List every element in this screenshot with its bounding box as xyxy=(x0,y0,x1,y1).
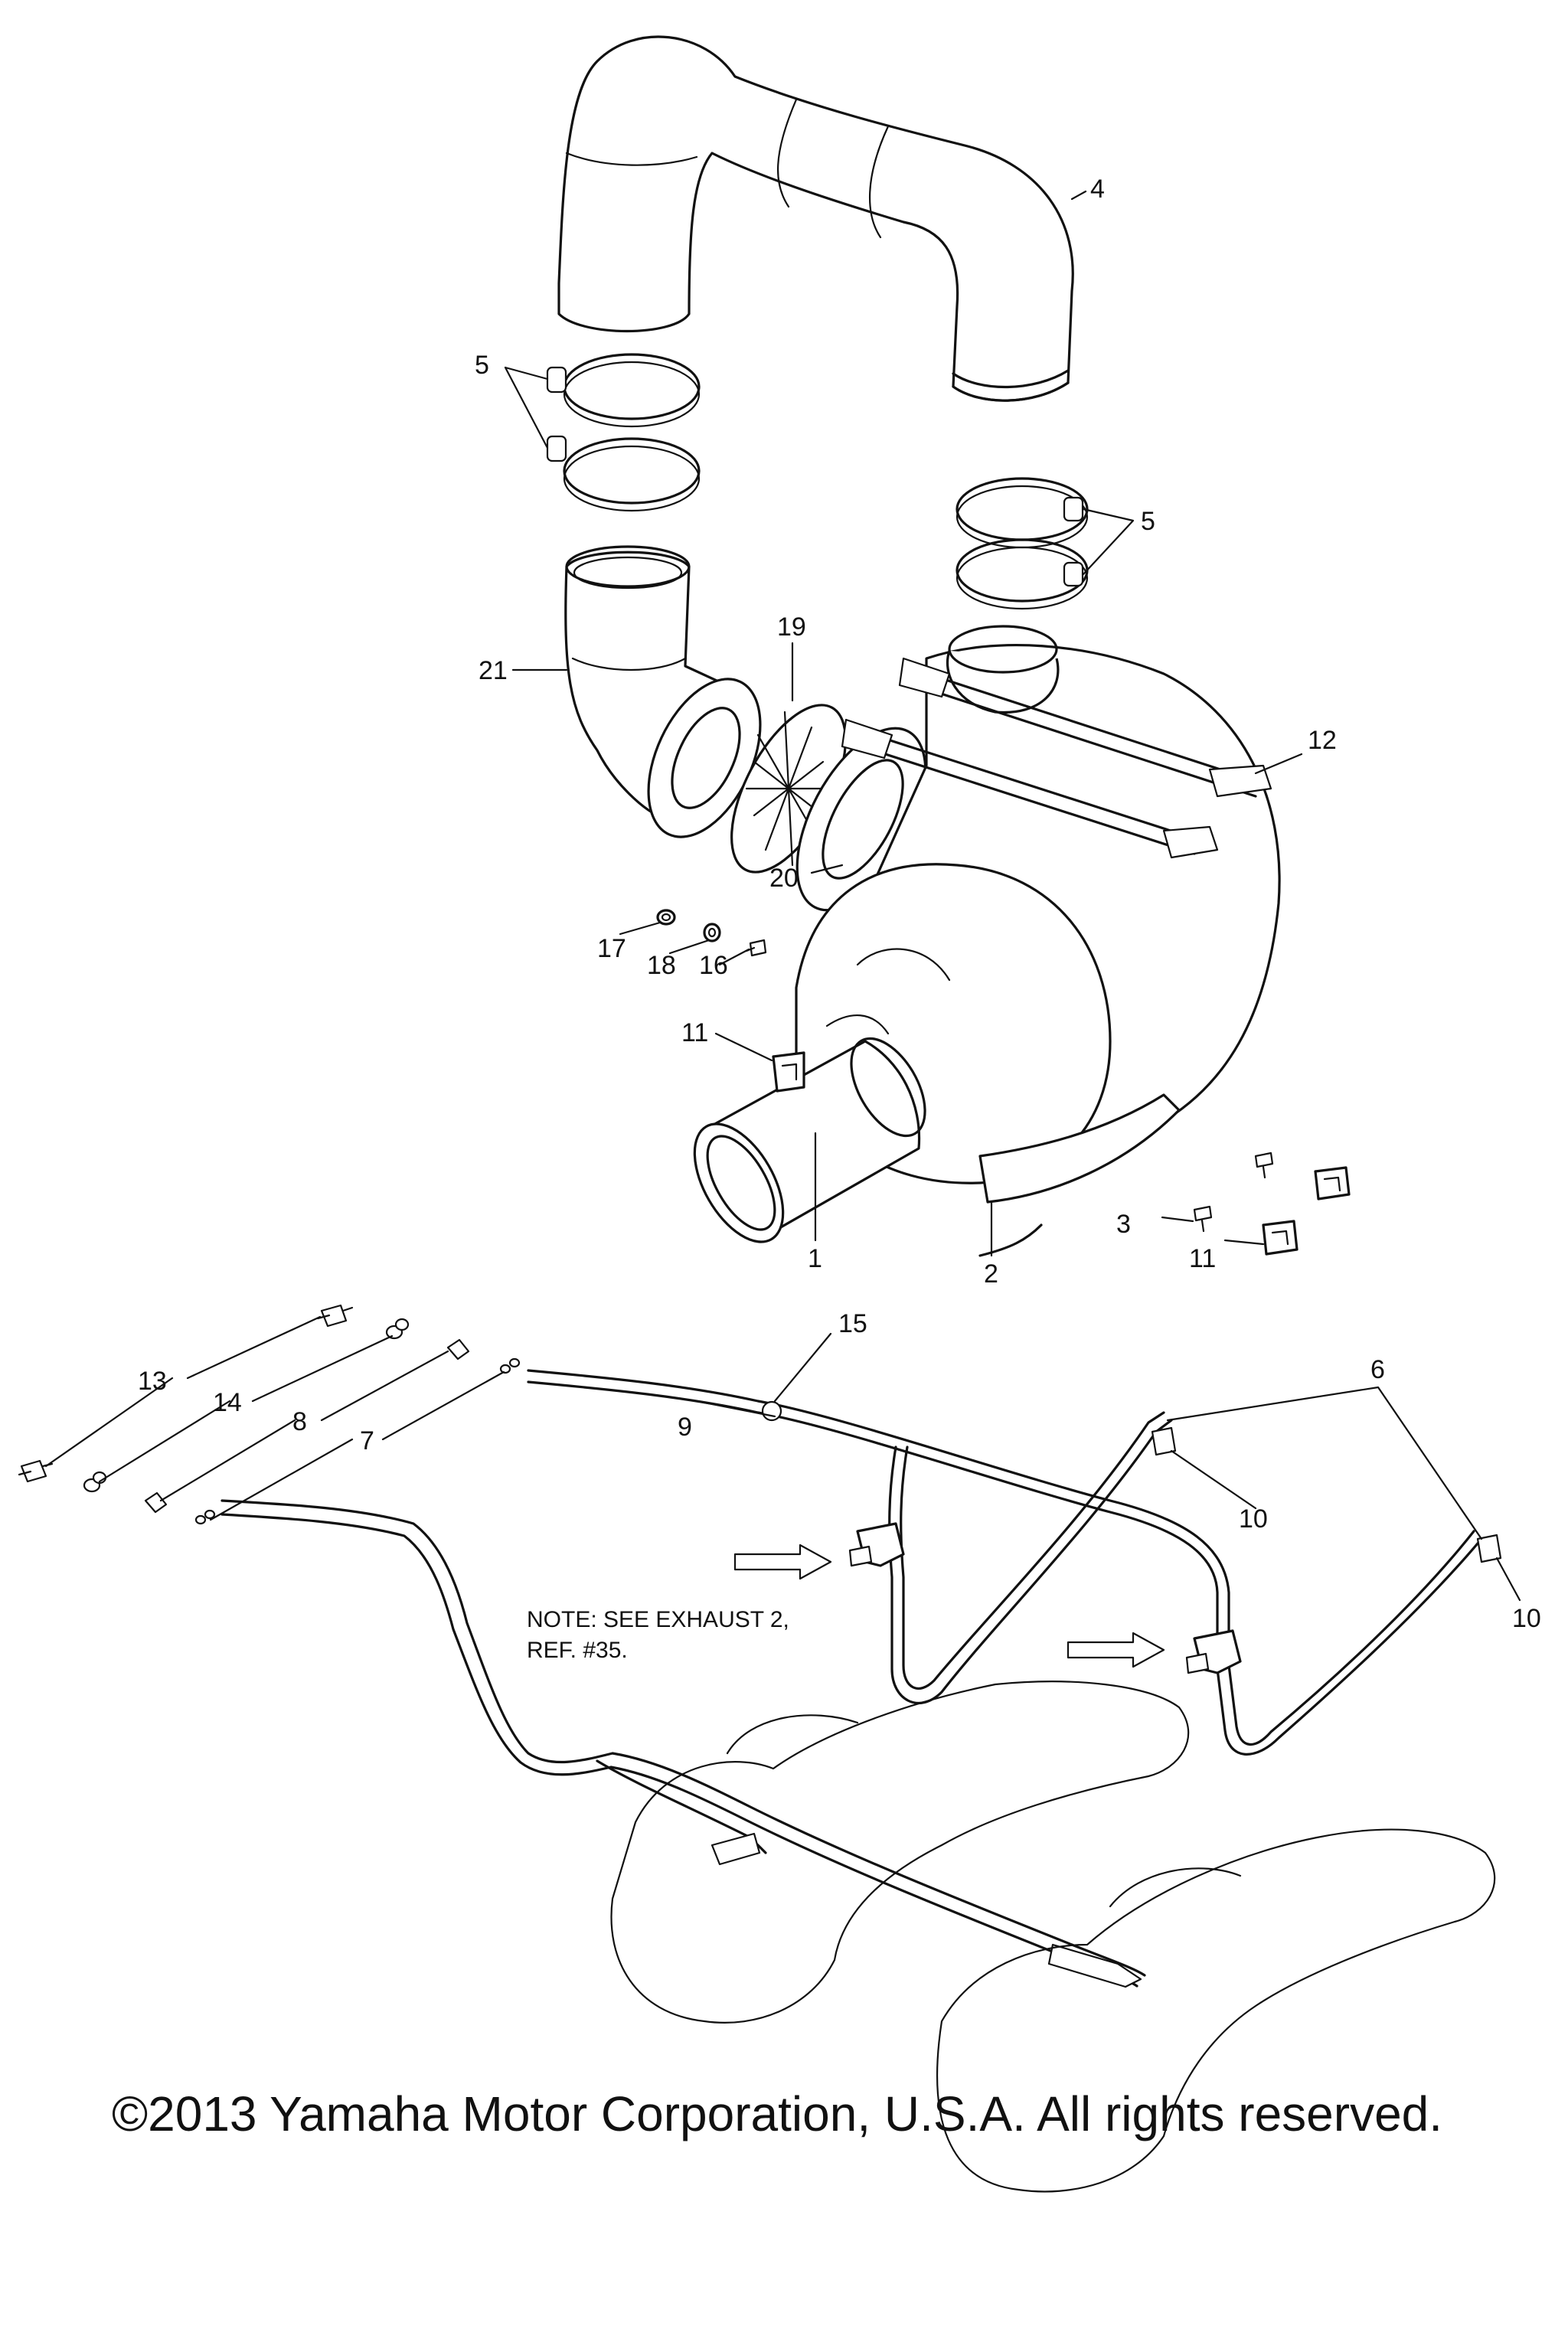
exhaust-manifold-reference xyxy=(610,1681,1496,2193)
flow-arrows xyxy=(733,1544,1165,1668)
callout-10-right: 10 xyxy=(1512,1604,1541,1633)
callout-13: 13 xyxy=(138,1367,167,1396)
callout-5-left: 5 xyxy=(475,351,489,380)
callout-14: 14 xyxy=(213,1388,242,1417)
callout-5-right: 5 xyxy=(1141,507,1155,536)
callout-7: 7 xyxy=(360,1426,374,1455)
callout-15: 15 xyxy=(838,1309,867,1338)
part-5-hose-clamps-right xyxy=(956,477,1089,610)
part-1-water-lock xyxy=(693,625,1281,1243)
callout-17: 17 xyxy=(597,934,626,963)
note-line-2: REF. #35. xyxy=(527,1638,628,1663)
exhaust-note: NOTE: SEE EXHAUST 2, REF. #35. xyxy=(527,1607,789,1663)
callout-6: 6 xyxy=(1370,1355,1385,1384)
callout-3: 3 xyxy=(1116,1210,1131,1239)
callout-2: 2 xyxy=(984,1259,998,1289)
parts-7-8-13-14-fittings xyxy=(18,1304,521,1525)
note-line-1: NOTE: SEE EXHAUST 2, xyxy=(527,1607,789,1632)
callout-8: 8 xyxy=(292,1407,307,1436)
part-5-hose-clamps-left xyxy=(546,353,701,512)
parts-16-17-18-fasteners xyxy=(656,909,767,957)
callout-4: 4 xyxy=(1090,175,1105,204)
part-11-clips xyxy=(772,1051,1351,1256)
part-21-elbow xyxy=(564,545,762,838)
callout-16: 16 xyxy=(699,951,728,980)
part-12-straps xyxy=(841,657,1272,859)
callout-11-bottom: 11 xyxy=(1189,1244,1216,1273)
part-19-gasket xyxy=(730,704,847,874)
part-4-exhaust-hose xyxy=(557,35,1074,402)
callout-9: 9 xyxy=(678,1413,692,1442)
cooling-water-hoses xyxy=(220,1369,1502,1988)
callout-21: 21 xyxy=(479,656,508,685)
callout-numbers: 4 5 5 21 19 12 20 17 18 16 11 1 2 3 11 1… xyxy=(138,175,1541,1633)
callout-20: 20 xyxy=(769,864,799,893)
part-2-shield xyxy=(978,1093,1181,1257)
callout-10-left: 10 xyxy=(1239,1504,1268,1534)
callout-12: 12 xyxy=(1308,726,1337,755)
callout-18: 18 xyxy=(647,951,676,980)
copyright-notice: ©2013 Yamaha Motor Corporation, U.S.A. A… xyxy=(112,2086,1442,2141)
callout-leader-lines xyxy=(44,190,1521,1602)
callout-19: 19 xyxy=(777,612,806,642)
callout-11-top: 11 xyxy=(681,1018,708,1047)
part-3-screws xyxy=(1193,1152,1274,1233)
callout-1: 1 xyxy=(808,1244,822,1273)
